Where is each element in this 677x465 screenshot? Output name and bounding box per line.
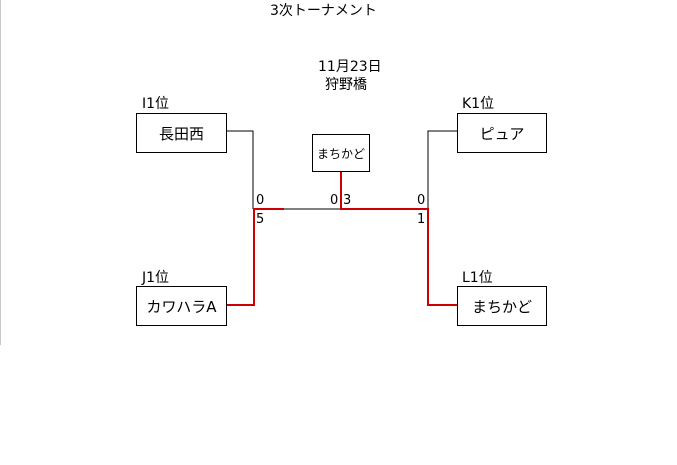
- score-final-left: 0: [330, 193, 339, 208]
- match-date: 11月23日: [318, 59, 382, 75]
- team-box-j1: カワハラA: [136, 286, 227, 326]
- team-box-l1: まちかど: [457, 286, 547, 326]
- bracket-black-lines: [226, 130, 458, 210]
- score-j1: 5: [256, 212, 265, 227]
- match-venue: 狩野橋: [325, 77, 367, 93]
- seed-k1: K1位: [462, 96, 495, 112]
- line-l1-win: [340, 171, 458, 306]
- seed-j1: J1位: [142, 270, 170, 286]
- team-name-l1: まちかど: [471, 297, 532, 316]
- team-box-k1: ピュア: [457, 113, 547, 153]
- score-final-right: 3: [343, 193, 352, 208]
- team-name-i1: 長田西: [158, 124, 204, 143]
- team-box-i1: 長田西: [136, 113, 227, 153]
- score-i1: 0: [256, 193, 265, 208]
- score-k1: 0: [417, 193, 426, 208]
- champion-box: まちかど: [312, 134, 370, 172]
- team-name-k1: ピュア: [479, 124, 525, 143]
- line-k1: [427, 130, 458, 209]
- seed-l1: L1位: [462, 270, 493, 286]
- champion-name: まちかど: [316, 146, 365, 161]
- line-i1: [226, 130, 254, 209]
- bracket-red-lines: [226, 171, 458, 306]
- left-border-rule: [0, 0, 1, 345]
- page-title: 3次トーナメント: [270, 3, 377, 19]
- seed-i1: I1位: [142, 96, 170, 112]
- team-name-j1: カワハラA: [146, 297, 217, 316]
- score-l1: 1: [417, 212, 426, 227]
- line-j1-win: [226, 208, 284, 306]
